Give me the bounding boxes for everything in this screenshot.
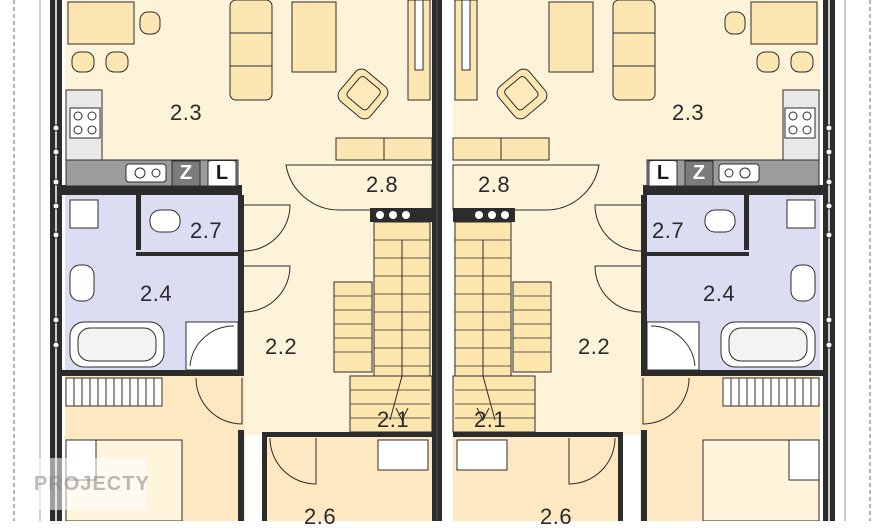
wc-divider-wall	[136, 195, 141, 250]
coffee-table	[291, 1, 337, 73]
appliance-label-z-right: Z	[692, 162, 706, 184]
door-swing	[195, 377, 243, 425]
bedroom-right-wall	[238, 430, 244, 521]
window-markers	[52, 124, 60, 349]
appliance-label-l-right: L	[651, 161, 675, 185]
door-swing	[243, 265, 291, 313]
room-label-2-6-right: 2.6	[540, 504, 573, 529]
room-label-2-2-right: 2.2	[578, 334, 611, 359]
room-label-2-8-right: 2.8	[478, 172, 511, 197]
door-swing	[269, 437, 317, 485]
kitchen-wall	[62, 185, 242, 195]
room-label-2-3-right: 2.3	[672, 100, 705, 125]
room-label-2-4-left: 2.4	[140, 281, 173, 306]
toilet-icon	[149, 209, 181, 233]
room-label-2-2-left: 2.2	[265, 334, 298, 359]
bedroom2-top-wall	[262, 432, 322, 437]
armchair	[337, 68, 389, 120]
staircase	[349, 221, 433, 433]
room-label-2-7-left: 2.7	[190, 218, 223, 243]
sink-icon	[125, 163, 167, 183]
left-unit	[50, 0, 442, 521]
wc-lower-wall	[136, 252, 240, 256]
room-label-2-8-left: 2.8	[366, 172, 399, 197]
dining-table	[67, 1, 135, 45]
room-label-2-7-right: 2.7	[652, 218, 685, 243]
room-label-2-6-left: 2.6	[304, 504, 337, 529]
bath-right-wall	[238, 195, 244, 375]
washbasin-icon	[69, 199, 99, 229]
bath-bottom-wall	[62, 370, 244, 376]
door-swing	[243, 204, 291, 252]
stair-bottom-wall	[318, 432, 432, 437]
shower-icon	[185, 321, 239, 371]
chair	[139, 11, 161, 35]
room-label-2-3-left: 2.3	[170, 100, 203, 125]
entry-door-arc	[285, 164, 433, 211]
chair	[71, 51, 95, 73]
appliance-label-z-left: Z	[179, 162, 193, 184]
stove-icon	[69, 107, 101, 139]
bedroom2-left-wall	[262, 432, 267, 521]
room-label-2-1-right: 2.1	[474, 407, 507, 432]
room-label-2-1-left: 2.1	[377, 407, 410, 432]
watermark-logo: PROJECTY	[34, 458, 149, 510]
appliance-label-l-left: L	[210, 161, 234, 185]
room-label-2-4-right: 2.4	[703, 281, 736, 306]
shelf	[333, 281, 373, 373]
right-unit	[452, 0, 835, 521]
chair	[105, 51, 129, 73]
sofa	[229, 0, 273, 101]
